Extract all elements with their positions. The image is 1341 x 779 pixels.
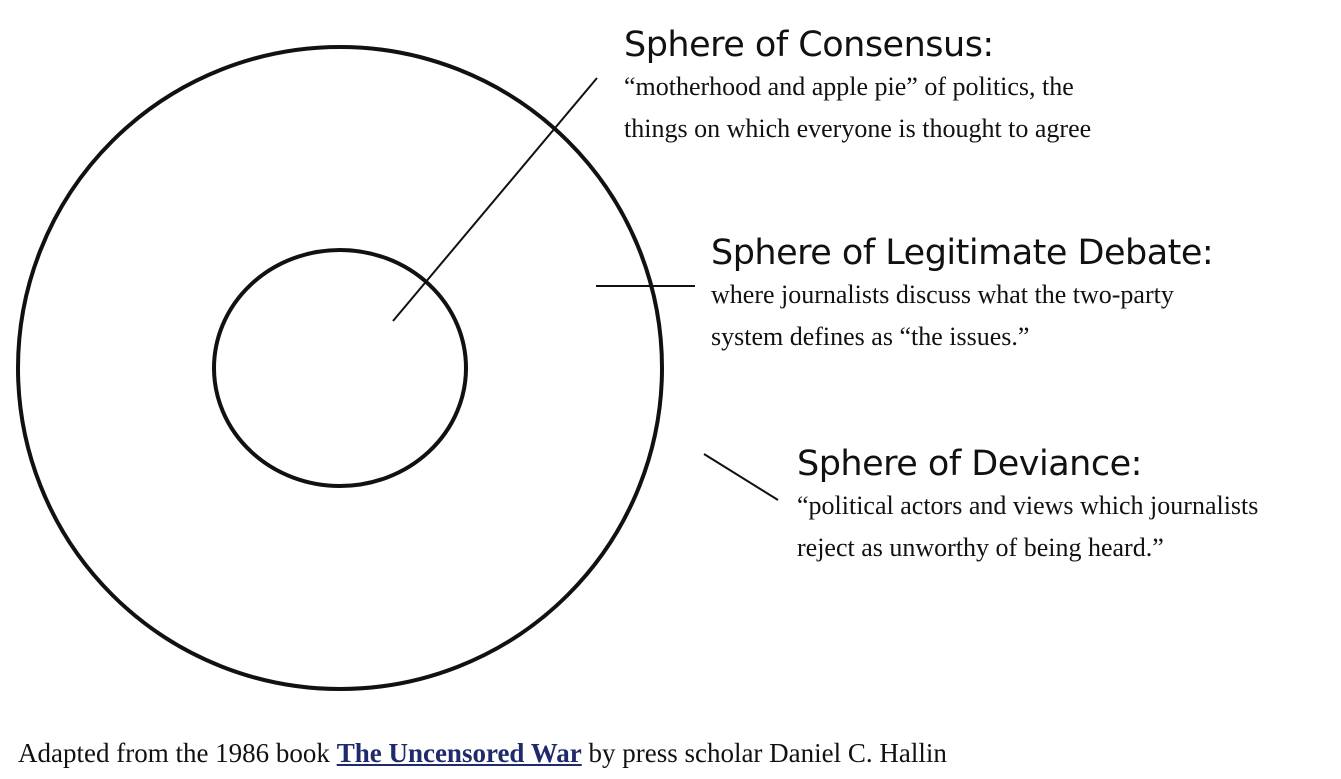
title-sphere-of-consensus: Sphere of Consensus: bbox=[624, 25, 994, 65]
leader-line-deviance bbox=[703, 453, 779, 501]
desc-deviance-line-2: reject as unworthy of being heard.” bbox=[797, 533, 1164, 562]
title-sphere-of-deviance: Sphere of Deviance: bbox=[797, 444, 1142, 484]
caption-prefix: Adapted from the 1986 book bbox=[18, 738, 337, 768]
desc-deviance-line-1: “political actors and views which journa… bbox=[797, 491, 1259, 520]
source-caption: Adapted from the 1986 book The Uncensore… bbox=[18, 734, 947, 772]
desc-consensus-line-2: things on which everyone is thought to a… bbox=[624, 114, 1092, 143]
label-sphere-of-legitimate-debate: Sphere of Legitimate Debate: where journ… bbox=[711, 232, 1214, 358]
label-sphere-of-deviance: Sphere of Deviance: “political actors an… bbox=[797, 443, 1258, 569]
title-sphere-of-legitimate-debate: Sphere of Legitimate Debate: bbox=[711, 233, 1214, 273]
desc-debate-line-1: where journalists discuss what the two-p… bbox=[711, 280, 1174, 309]
outer-circle-deviance-boundary bbox=[16, 45, 664, 691]
desc-consensus-line-1: “motherhood and apple pie” of politics, … bbox=[624, 72, 1074, 101]
book-title-link[interactable]: The Uncensored War bbox=[336, 738, 582, 768]
caption-suffix: by press scholar Daniel C. Hallin bbox=[581, 738, 947, 768]
leader-line-consensus bbox=[392, 77, 598, 322]
desc-debate-line-2: system defines as “the issues.” bbox=[711, 322, 1030, 351]
inner-circle-consensus bbox=[212, 248, 468, 488]
label-sphere-of-consensus: Sphere of Consensus: “motherhood and app… bbox=[624, 24, 1091, 150]
